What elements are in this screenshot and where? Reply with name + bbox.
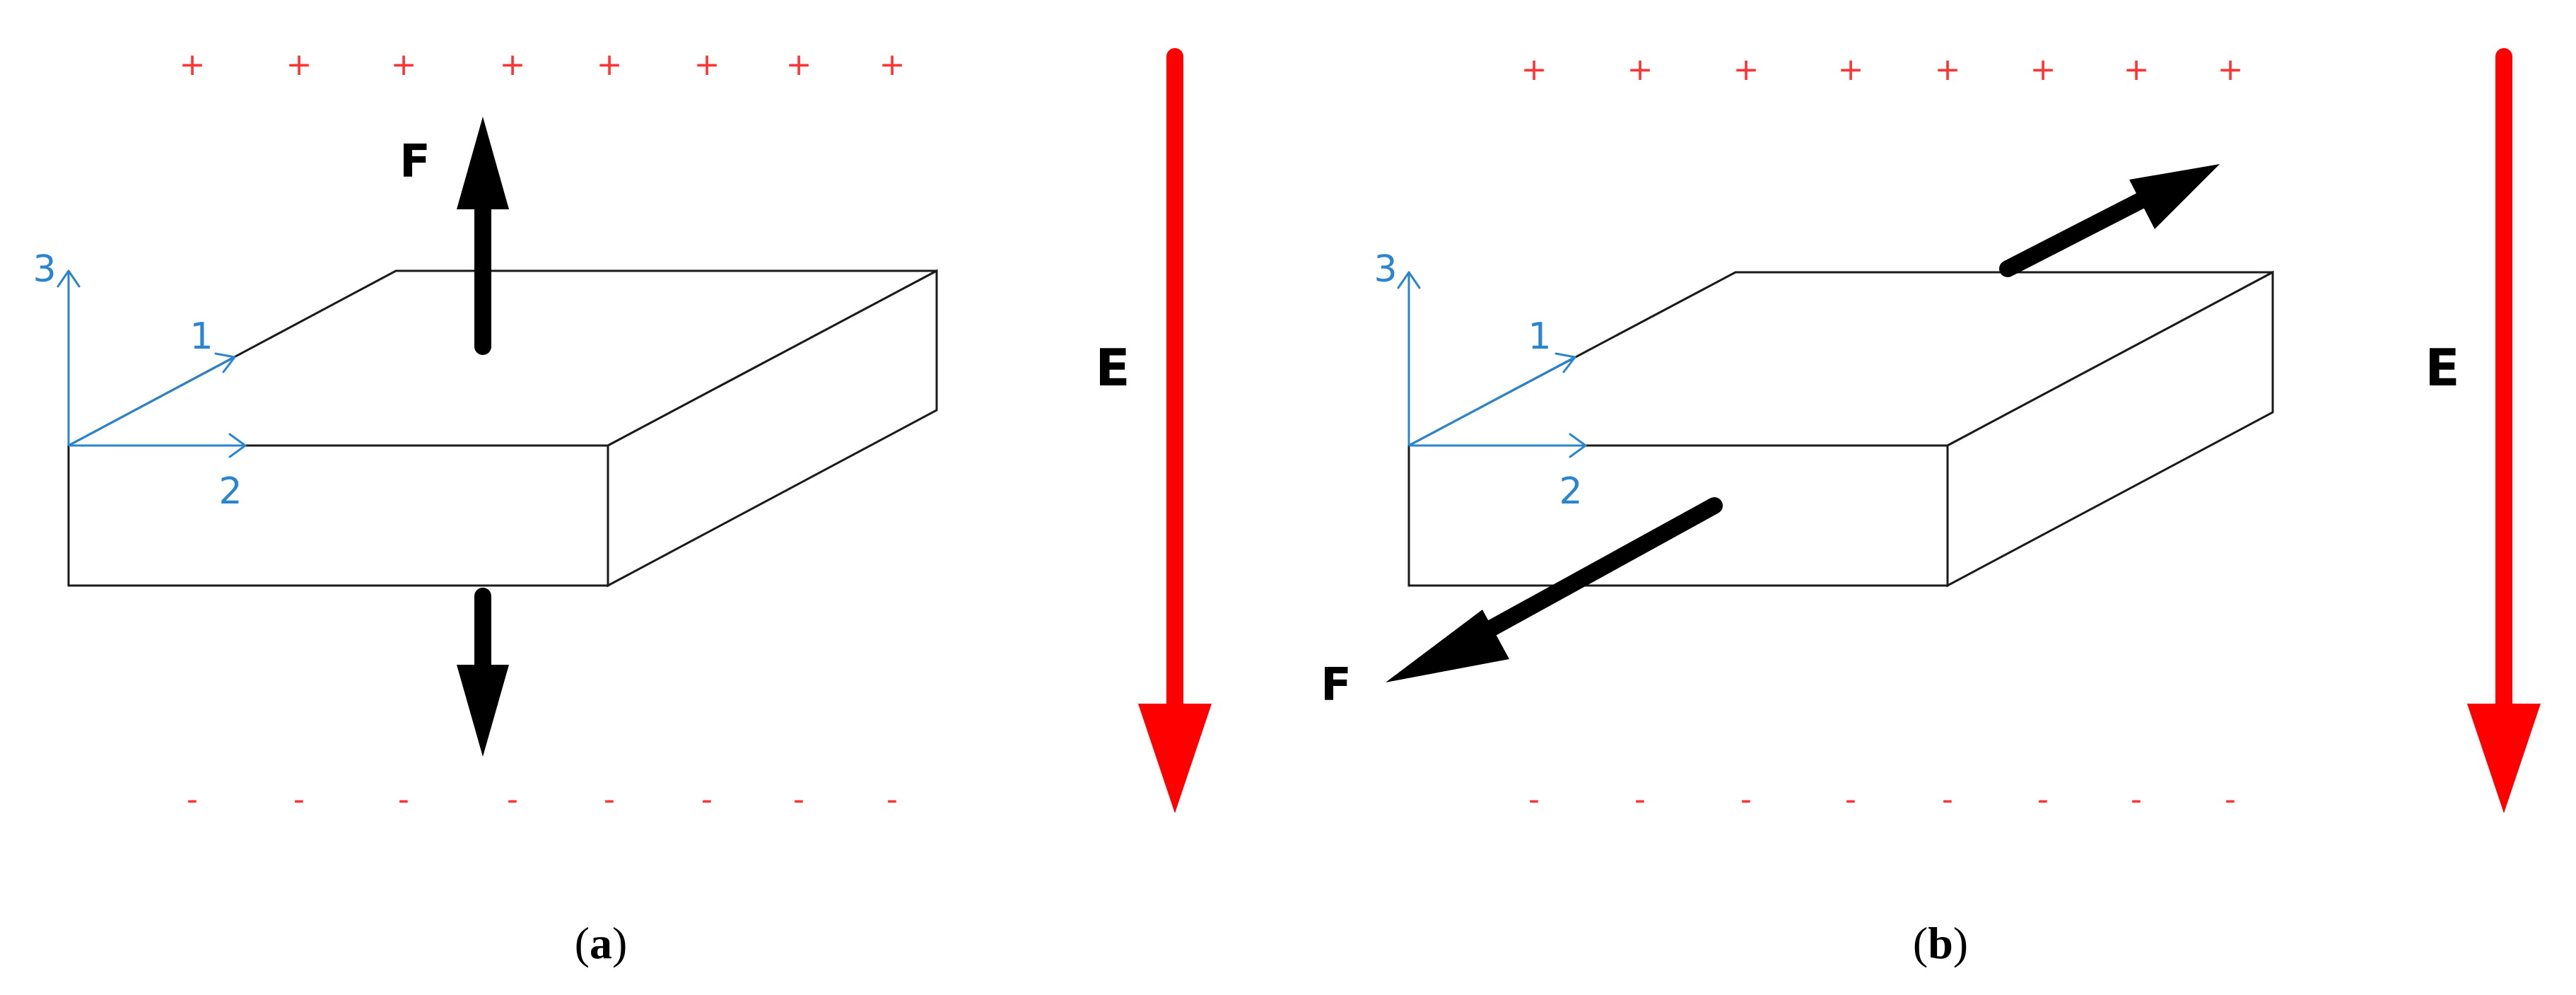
axis-1-line	[1408, 356, 1574, 447]
negative-charge: -	[507, 781, 518, 817]
positive-charge: +	[1627, 52, 1653, 88]
force-arrow-upper-head	[2129, 164, 2220, 229]
force-arrows-b: F	[1321, 164, 2220, 711]
negative-charge: -	[2131, 781, 2142, 817]
axis-2-label: 2	[218, 470, 242, 513]
negative-charge: -	[1634, 781, 1646, 817]
positive-charge: +	[286, 47, 312, 83]
force-arrow-upper-shaft	[1999, 186, 2161, 277]
piezo-slab-b	[1407, 270, 2274, 588]
field-arrow-b: E	[2425, 48, 2541, 813]
positive-charges-b: + + + + + + + +	[1521, 52, 2244, 88]
field-arrow-a: E	[1095, 48, 1212, 813]
negative-charges-a: - - - - - - - -	[187, 781, 898, 817]
axis-2-arrowhead	[228, 433, 247, 458]
axis-1-line	[68, 356, 234, 447]
field-label-b: E	[2425, 338, 2459, 397]
caption-b: (b)	[1913, 918, 1968, 968]
slab-right-face	[1946, 270, 2274, 588]
axis-1-arrowhead	[214, 352, 236, 373]
negative-charge: -	[604, 781, 615, 817]
axis-3-arrowhead	[57, 269, 81, 288]
slab-right-face	[607, 269, 938, 588]
force-arrow-lower-shaft	[1465, 497, 1723, 646]
negative-charge: -	[793, 781, 804, 817]
positive-charge: +	[597, 47, 623, 83]
positive-charge: +	[1838, 52, 1864, 88]
axis-1-label: 1	[1528, 315, 1551, 358]
positive-charge: +	[391, 47, 417, 83]
positive-charge: +	[1521, 52, 1547, 88]
axis-2-label: 2	[1559, 470, 1582, 513]
positive-charge: +	[500, 47, 526, 83]
negative-charge: -	[398, 781, 409, 817]
axis-1-arrowhead	[1555, 352, 1576, 373]
negative-charge: -	[187, 781, 198, 817]
force-arrow-down-head	[457, 665, 509, 757]
positive-charge: +	[1935, 52, 1961, 88]
positive-charge: +	[2124, 52, 2150, 88]
negative-charge: -	[1740, 781, 1752, 817]
positive-charge: +	[180, 47, 206, 83]
positive-charge: +	[694, 47, 720, 83]
force-arrow-lower-head	[1386, 610, 1509, 682]
negative-charges-b: - - - - - - - -	[1528, 781, 2236, 817]
negative-charge: -	[701, 781, 713, 817]
panel-b: + + + + + + + + - - - - - - - -	[1321, 48, 2541, 968]
negative-charge: -	[1942, 781, 1953, 817]
positive-charge: +	[786, 47, 812, 83]
coordinate-axes-b: 3 1 2	[1374, 248, 1587, 513]
axis-1-label: 1	[189, 315, 213, 358]
slab-front-face	[1407, 444, 1949, 587]
axis-2-arrowhead	[1569, 433, 1587, 458]
axis-3-label: 3	[33, 248, 56, 291]
negative-charge: -	[1845, 781, 1856, 817]
negative-charge: -	[2225, 781, 2236, 817]
force-arrows-a: F	[399, 117, 509, 757]
negative-charge: -	[1528, 781, 1540, 817]
axis-3-label: 3	[1374, 248, 1397, 291]
negative-charge: -	[886, 781, 898, 817]
negative-charge: -	[2037, 781, 2049, 817]
caption-a: (a)	[575, 918, 628, 968]
field-label-a: E	[1095, 338, 1130, 397]
field-arrow-head	[2467, 704, 2541, 813]
piezo-slab-a	[67, 269, 938, 588]
positive-charge: +	[879, 47, 906, 83]
negative-charge: -	[293, 781, 305, 817]
panel-a: + + + + + + + + - - - - - - - -	[33, 47, 1212, 968]
positive-charge: +	[2030, 52, 2056, 88]
force-label-a: F	[399, 136, 431, 188]
force-arrow-up-head	[457, 117, 509, 209]
coordinate-axes-a: 3 1 2	[33, 248, 247, 513]
positive-charge: +	[1733, 52, 1760, 88]
field-arrow-head	[1138, 704, 1212, 813]
slab-front-face	[67, 444, 609, 587]
force-label-b: F	[1321, 659, 1352, 711]
positive-charge: +	[2218, 52, 2244, 88]
axis-3-arrowhead	[1397, 271, 1421, 289]
positive-charges-a: + + + + + + + +	[180, 47, 906, 83]
